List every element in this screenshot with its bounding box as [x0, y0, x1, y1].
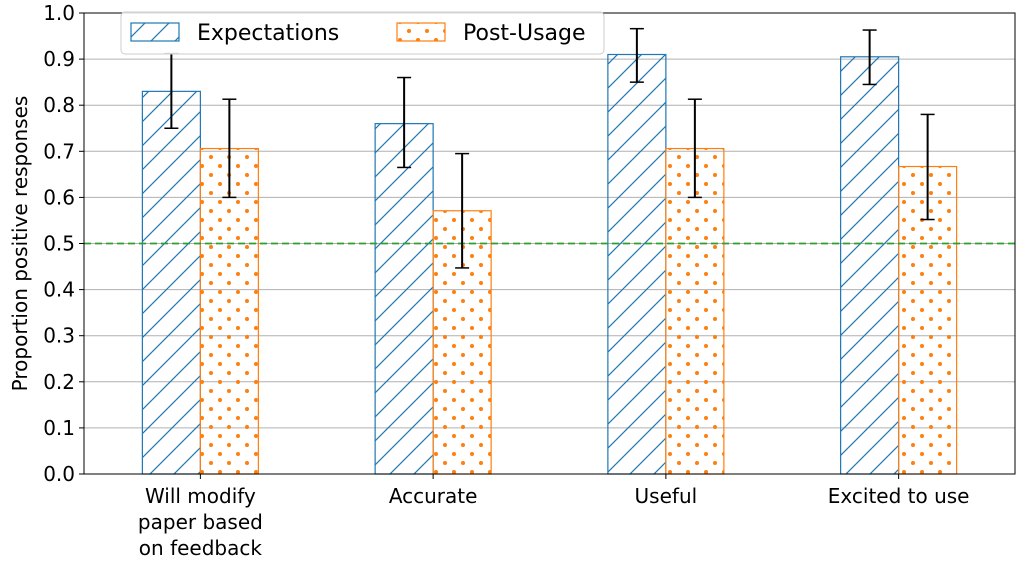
legend-swatch-post-usage: [396, 22, 446, 42]
y-tick-label: 0.7: [43, 139, 75, 163]
y-tick-label: 0.6: [43, 185, 75, 209]
y-tick-label: 0.0: [43, 462, 75, 486]
y-tick-label: 0.3: [43, 324, 75, 348]
x-tick-label: Excited to use: [828, 484, 970, 508]
x-tick-label-line: Will modify: [145, 484, 256, 508]
x-tick-label-line: Accurate: [389, 484, 478, 508]
y-axis-title: Proportion positive responses: [8, 96, 32, 392]
x-tick-label-line: paper based: [138, 510, 263, 534]
bar-expectations-0: [141, 90, 201, 475]
bar-expectations-1: [374, 123, 434, 475]
y-tick-label: 0.8: [43, 93, 75, 117]
x-tick-label: Accurate: [389, 484, 478, 508]
bar-post-usage-0: [199, 147, 259, 475]
legend-swatch-expectations: [130, 22, 180, 42]
x-tick-label-line: Useful: [635, 484, 698, 508]
y-tick-label: 0.1: [43, 416, 75, 440]
bars: [141, 53, 958, 475]
x-tick-label-line: on feedback: [139, 536, 263, 560]
legend-label: Expectations: [197, 21, 339, 46]
legend-box: [120, 11, 605, 55]
bar-expectations-2: [607, 53, 667, 475]
legend-label: Post-Usage: [463, 21, 586, 46]
legend: Expectations Post-Usage: [120, 11, 605, 55]
y-tick-label: 1.0: [43, 1, 75, 25]
y-tick-label: 0.2: [43, 370, 75, 394]
bar-expectations-3: [840, 56, 900, 475]
y-tick-label: 0.5: [43, 232, 75, 256]
error-bars: [164, 27, 935, 269]
bar-post-usage-2: [665, 147, 725, 475]
x-tick-label-line: Excited to use: [828, 484, 970, 508]
x-tick-label: Useful: [635, 484, 698, 508]
y-tick-label: 0.9: [43, 47, 75, 71]
y-tick-label: 0.4: [43, 278, 75, 302]
